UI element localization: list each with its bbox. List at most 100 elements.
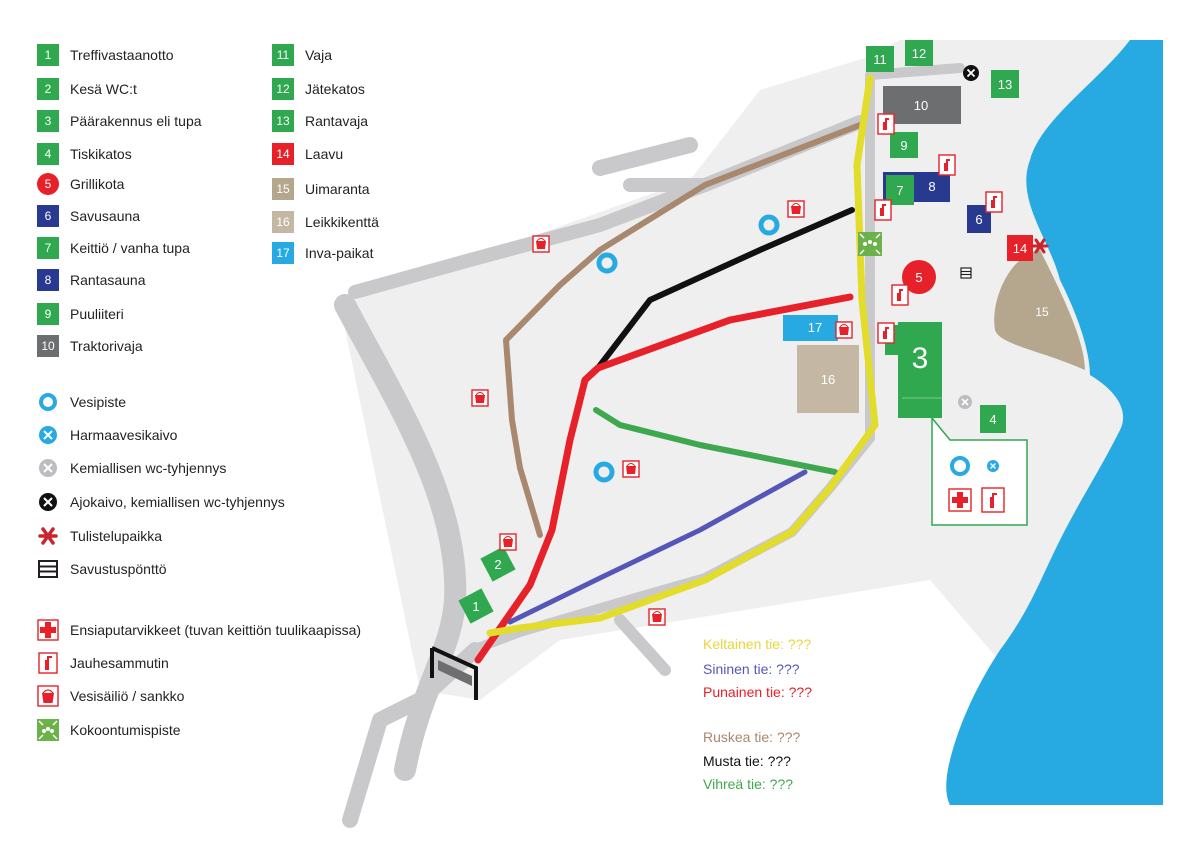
legend-marker: 13 <box>272 110 294 132</box>
legend-label: Vesipiste <box>70 394 127 410</box>
brown-trail <box>503 122 863 538</box>
legend-item: 17 Inva-paikat <box>272 241 373 265</box>
legend-label: Treffivastaanotto <box>70 47 174 63</box>
assembly-point-icon <box>37 719 59 741</box>
legend-label: Inva-paikat <box>305 245 374 261</box>
legend-marker: 10 <box>37 335 59 357</box>
building-1 <box>458 588 494 624</box>
trail-routes <box>474 74 879 664</box>
legend-label: Päärakennus eli tupa <box>70 113 202 129</box>
blue-trail <box>507 469 808 625</box>
legend-marker: 3 <box>37 110 59 132</box>
legend-label: Vesisäiliö / sankko <box>70 688 185 704</box>
building-14 <box>1007 235 1033 261</box>
first-aid-icon <box>37 619 59 641</box>
map-label-5: 5 <box>915 270 922 285</box>
legend-label: Savustuspönttö <box>70 561 167 577</box>
chemical-wc-emptying-icon <box>958 395 972 409</box>
map-label-1: 1 <box>472 599 479 614</box>
legend-label: Jätekatos <box>305 81 365 97</box>
legend-marker: 7 <box>37 237 59 259</box>
map-label-15: 15 <box>1035 305 1049 319</box>
legend-label: Vaja <box>305 47 332 63</box>
legend-label: Kokoontumispiste <box>70 722 181 738</box>
legend-marker: 16 <box>272 211 294 233</box>
map-label-12: 12 <box>912 46 926 61</box>
legend-item: Tulistelupaikka <box>37 524 162 548</box>
building-5 <box>902 260 936 294</box>
legend-label: Puuliiteri <box>70 306 124 322</box>
legend-item: Vesisäiliö / sankko <box>37 684 184 708</box>
legend-item: 3 Päärakennus eli tupa <box>37 109 202 133</box>
legend-item: Kokoontumispiste <box>37 718 181 742</box>
water-point-icon <box>758 214 780 236</box>
legend-item: Kemiallisen wc-tyhjennys <box>37 456 226 480</box>
legend-item: 12 Jätekatos <box>272 77 365 101</box>
legend-item: 16 Leikkikenttä <box>272 210 379 234</box>
water-points <box>593 214 780 483</box>
legend-label: Leikkikenttä <box>305 214 379 230</box>
building-9 <box>890 132 918 158</box>
legend-marker: 14 <box>272 143 294 165</box>
legend-label: Rantavaja <box>305 113 369 129</box>
water-point-icon <box>593 461 615 483</box>
legend-label: Ajokaivo, kemiallisen wc-tyhjennys <box>70 494 285 510</box>
legend-label: Ensiaputarvikkeet (tuvan keittiön tuulik… <box>70 622 362 638</box>
map-label-13: 13 <box>998 77 1012 92</box>
water-bucket-icon <box>37 685 59 707</box>
legend-item: Jauhesammutin <box>37 651 169 675</box>
legend-marker: 15 <box>272 178 294 200</box>
legend-item: 9 Puuliiteri <box>37 302 124 326</box>
building-13 <box>991 70 1019 98</box>
building-3 <box>898 322 942 418</box>
grey-water-well-icon <box>37 424 59 446</box>
legend-item: 13 Rantavaja <box>272 109 368 133</box>
legend-item: 6 Savusauna <box>37 204 140 228</box>
chemical-wc-emptying-icon <box>37 457 59 479</box>
legend-label: Tulistelupaikka <box>70 528 163 544</box>
map-label-11: 11 <box>873 52 887 67</box>
map-label-16: 16 <box>821 372 835 387</box>
legend-marker: 6 <box>37 205 59 227</box>
legend-marker: 4 <box>37 143 59 165</box>
legend-marker: 9 <box>37 303 59 325</box>
legend-item: 8 Rantasauna <box>37 268 146 292</box>
map-label-4: 4 <box>989 412 996 427</box>
legend-label: Kemiallisen wc-tyhjennys <box>70 460 227 476</box>
ground-area <box>340 40 1163 805</box>
legend-label: Laavu <box>305 146 344 162</box>
building-16 <box>797 345 859 413</box>
legend-label: Harmaavesikaivo <box>70 427 178 443</box>
smoker-icon <box>960 267 972 279</box>
map-label-14: 14 <box>1013 241 1027 256</box>
building-10 <box>883 86 961 124</box>
map-label-7: 7 <box>896 183 903 198</box>
legend-marker: 12 <box>272 78 294 100</box>
legend-label: Rantasauna <box>70 272 146 288</box>
smoker-icon <box>37 558 59 580</box>
legend-label: Tiskikatos <box>70 146 132 162</box>
legend-marker: 1 <box>37 44 59 66</box>
legend-label: Savusauna <box>70 208 141 224</box>
legend-label: Jauhesammutin <box>70 655 169 671</box>
red-trail <box>474 293 854 664</box>
legend-item: Savustuspönttö <box>37 557 167 581</box>
road-green-label: Vihreä tie: ??? <box>703 776 794 792</box>
legend-item: 14 Laavu <box>272 142 343 166</box>
water-point-icon <box>596 252 618 274</box>
road-brown-label: Ruskea tie: ??? <box>703 729 801 745</box>
legend-marker: 8 <box>37 269 59 291</box>
legend-marker: 17 <box>272 242 294 264</box>
legend-item: Harmaavesikaivo <box>37 423 177 447</box>
buildings: 1 2 3 4 5 6 7 8 9 10 11 12 13 14 16 17 <box>458 40 1033 624</box>
building-12 <box>905 40 933 66</box>
road-blue-label: Sininen tie: ??? <box>703 661 800 677</box>
map-label-17: 17 <box>808 320 822 335</box>
